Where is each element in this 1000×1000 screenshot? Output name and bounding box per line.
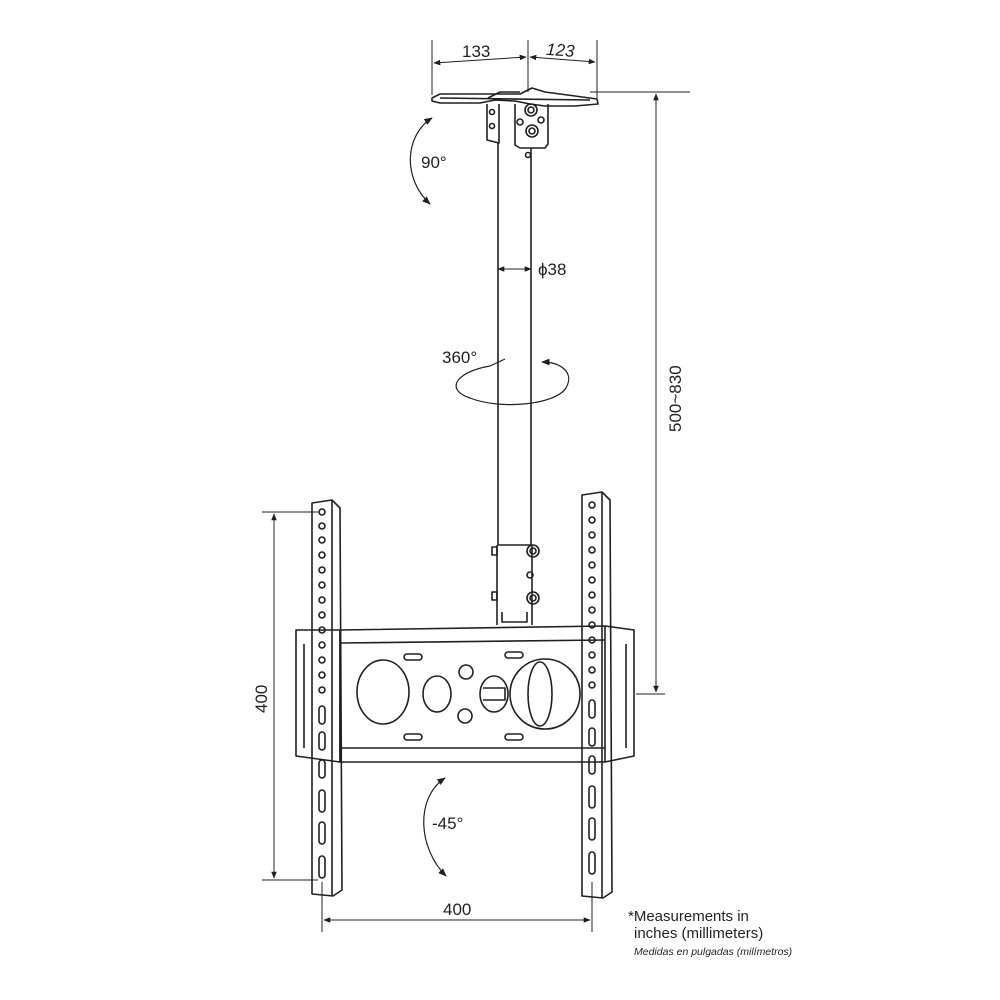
swivel-label: 360° [442,348,477,367]
vesa-height-label: 400 [252,685,271,713]
left-rail-holes [318,508,326,879]
telescopic-pole [491,143,540,625]
plate-right-width-label: 123 [545,40,575,61]
tilt-down-label: -45° [432,814,463,833]
tilt-down-arrow [423,777,447,877]
ceiling-plate [431,87,599,107]
plate-left-width-label: 133 [462,42,490,61]
vesa-height-dimension [262,511,318,881]
vesa-width-dimension [321,882,593,932]
right-vertical-rail [581,491,613,899]
measurement-note-line2: inches (millimeters) [634,925,764,942]
swivel-arrow [455,358,570,406]
tilt-cross-plate [295,625,635,763]
pole-length-label: 500~830 [666,365,685,432]
swivel-arrow-tail [489,358,506,367]
measurement-note-line1: *Measurements in [628,908,749,925]
vesa-width-label: 400 [443,900,471,919]
right-rail-holes [588,501,596,875]
pole-diameter-label: ϕ38 [538,260,566,279]
pole-length-dimension [590,91,690,695]
measurement-note: *Measurements in inches (millimeters) Me… [628,908,792,958]
plate-width-dimension [431,40,598,98]
swivel-bracket [486,103,549,159]
left-vertical-rail [311,499,343,897]
measurement-note-spanish: Medidas en pulgadas (milímetros) [634,946,793,958]
tilt-up-arrow [409,117,433,205]
tilt-up-label: 90° [421,153,447,172]
